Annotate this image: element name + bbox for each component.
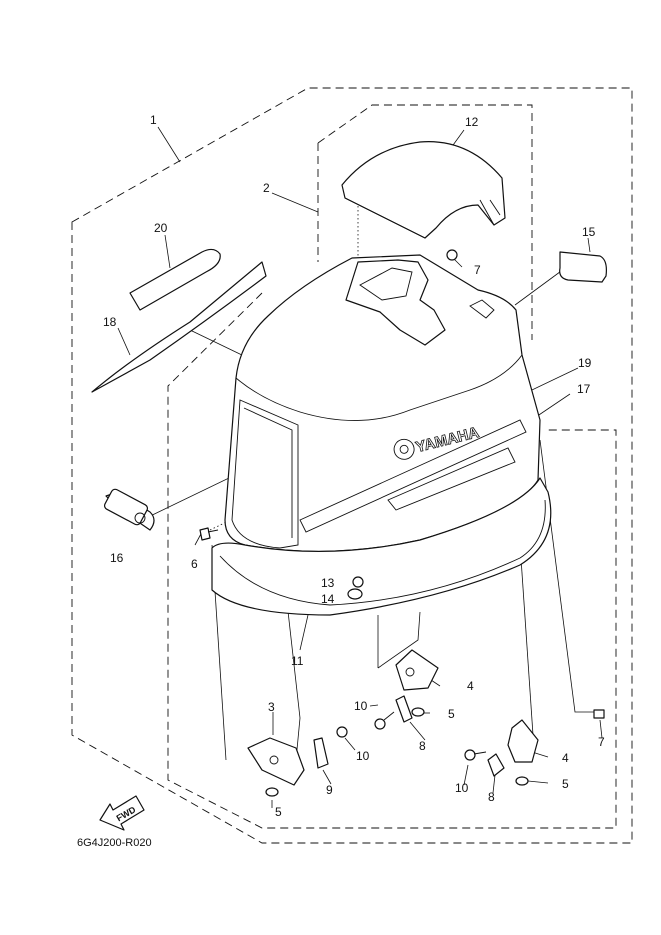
emblem (103, 488, 155, 531)
stripe-decal (91, 261, 267, 393)
callout-19: 19 (578, 356, 592, 370)
bracket-3 (247, 737, 305, 786)
callout-1: 1 (150, 113, 157, 127)
callout-12: 12 (465, 115, 479, 129)
diagram-code: 6G4J200-R020 (77, 837, 152, 849)
nut-5-c (515, 776, 529, 786)
clip-8-upper (395, 695, 413, 723)
bolt-10-lower (464, 749, 487, 761)
callout-20: 20 (154, 221, 168, 235)
washer-13 (352, 576, 364, 588)
assembly-2-boundary-left (167, 143, 617, 829)
callout-14: 14 (321, 592, 335, 606)
callout-7a: 7 (474, 263, 481, 277)
bracket-4-upper (395, 649, 439, 691)
nut-5-a (411, 707, 425, 717)
callout-5a: 5 (448, 707, 455, 721)
callout-8b: 8 (488, 790, 495, 804)
nut-5-b (265, 787, 279, 797)
clip-8-lower (487, 753, 505, 777)
callout-13: 13 (321, 576, 335, 590)
callout-2: 2 (263, 181, 270, 195)
nut-14 (347, 588, 363, 600)
callout-4a: 4 (467, 679, 474, 693)
callout-11: 11 (291, 654, 304, 668)
fwd-arrow-icon: FWD (99, 795, 145, 831)
callout-10c: 10 (455, 781, 469, 795)
screw-6 (199, 527, 219, 541)
bracket-4-lower (507, 719, 539, 763)
callout-3: 3 (268, 700, 275, 714)
callout-5b: 5 (275, 805, 282, 819)
screw-7-top (446, 249, 458, 261)
callout-10b: 10 (356, 749, 370, 763)
assembly-2-boundary (317, 104, 533, 340)
small-decal (129, 248, 221, 311)
callout-18: 18 (103, 315, 117, 329)
bolt-10-mid (336, 726, 348, 738)
callout-17: 17 (577, 382, 591, 396)
clip-9 (313, 737, 329, 769)
callout-5c: 5 (562, 777, 569, 791)
callout-4b: 4 (562, 751, 569, 765)
assembly-1-boundary (71, 87, 633, 844)
label-plate (559, 251, 607, 283)
callout-7b: 7 (598, 735, 605, 749)
bolt-10-upper (374, 711, 395, 730)
callout-10a: 10 (354, 699, 368, 713)
cowling-seal (211, 477, 552, 616)
screw-7-right (593, 709, 605, 719)
callout-9: 9 (326, 783, 333, 797)
callout-8a: 8 (419, 739, 426, 753)
top-lid-cover (341, 141, 506, 239)
callout-labels: 1 2 3 4 4 5 5 5 6 7 7 8 8 9 10 10 10 11 … (103, 113, 605, 819)
callout-15: 15 (582, 225, 596, 239)
callout-16: 16 (110, 551, 124, 565)
callout-6: 6 (191, 557, 198, 571)
top-cowling (224, 254, 541, 553)
